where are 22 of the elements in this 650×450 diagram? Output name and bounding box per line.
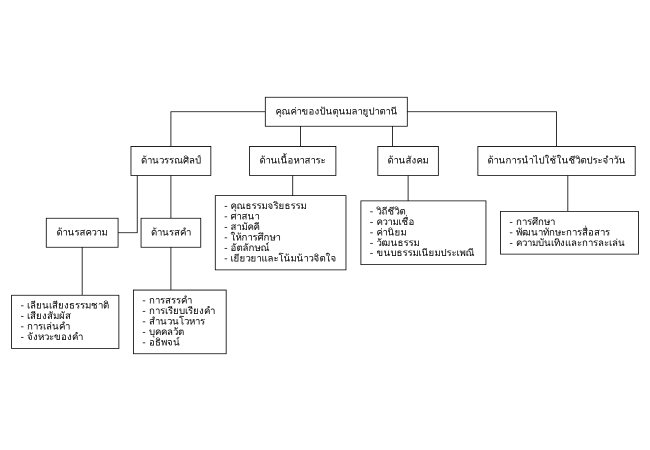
node-box: คุณค่าของปันตุนมลายูปาตานี: [264, 96, 408, 126]
node-box: - วิถีชีวิต - ความเชื่อ - ค่านิยม - วัฒนธรรม - ขนบธรรมเนียมประเพณี: [360, 200, 486, 265]
connector: [82, 246, 83, 296]
connector: [300, 126, 301, 146]
node-box: ด้านวรรณศิลป์: [130, 146, 212, 176]
node-box: ด้านสังคม: [377, 146, 439, 176]
node-box: - เลียนเสียงธรรมชาติ - เสียงสัมผัส - การเล่นคำ - จังหวะของคำ: [11, 294, 120, 348]
node-box: - การศึกษา - พัฒนาทักษะการสื่อสาร - ความบันเทิงและการละเล่น: [500, 210, 639, 254]
connector: [118, 174, 138, 233]
connector: [170, 174, 172, 218]
node-box: - คุณธรรมจริยธรรม - ศาสนา - สามัคคี - ให้การศึกษา - อัตลักษณ์ - เยียวยาและโน้มน้าวจิตใจ: [214, 194, 346, 270]
node-box: ด้านรสความ: [46, 217, 118, 248]
connector: [292, 174, 294, 196]
connector: [392, 126, 393, 146]
node-box: ด้านการนำไปใช้ในชีวิตประจำวัน: [477, 146, 636, 176]
node-box: ด้านรสคำ: [140, 217, 202, 248]
node-box: ด้านเนื้อหาสาระ: [249, 146, 336, 176]
connector: [407, 110, 557, 146]
connector: [170, 110, 266, 146]
connector: [170, 246, 172, 290]
connector: [567, 174, 568, 212]
node-box: - การสรรคำ - การเรียบเรียงคำ - สำนวนโวหาร - บุคคลวัต - อธิพจน์: [133, 289, 227, 354]
